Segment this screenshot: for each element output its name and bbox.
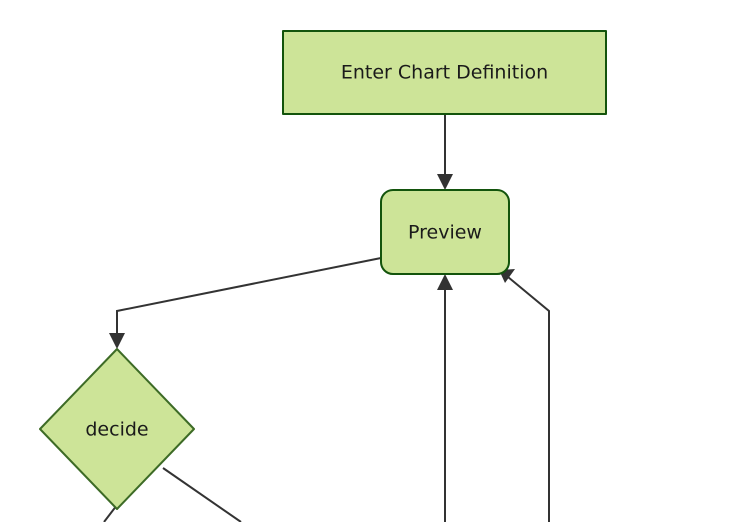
node-enter-chart-definition[interactable]: Enter Chart Definition [282, 30, 607, 115]
edge-enter-to-preview[interactable] [437, 114, 453, 190]
arrowhead-icon [437, 174, 453, 190]
node-decide[interactable]: decide [39, 348, 195, 510]
arrowhead-icon [109, 333, 125, 349]
edge-layer [103, 114, 550, 522]
edge-return-right-to-preview[interactable] [499, 269, 550, 522]
node-shape-rounded-rectangle [380, 189, 510, 275]
edge-line [507, 276, 550, 522]
edge-line [162, 467, 242, 522]
arrowhead-icon [437, 274, 453, 290]
node-label-decide: decide [85, 419, 148, 441]
node-label-preview: Preview [408, 222, 482, 244]
node-preview[interactable]: Preview [380, 189, 510, 275]
node-label-enter-chart-definition: Enter Chart Definition [341, 62, 548, 84]
edge-line [116, 257, 382, 343]
edge-preview-to-decide[interactable] [109, 257, 382, 349]
edge-decide-out-right[interactable] [162, 467, 242, 522]
edge-return-center-to-preview[interactable] [437, 274, 453, 522]
node-layer: Enter Chart Definition Preview decide [39, 30, 607, 510]
node-shape-diamond [39, 348, 195, 510]
node-shape-rectangle [282, 30, 607, 115]
